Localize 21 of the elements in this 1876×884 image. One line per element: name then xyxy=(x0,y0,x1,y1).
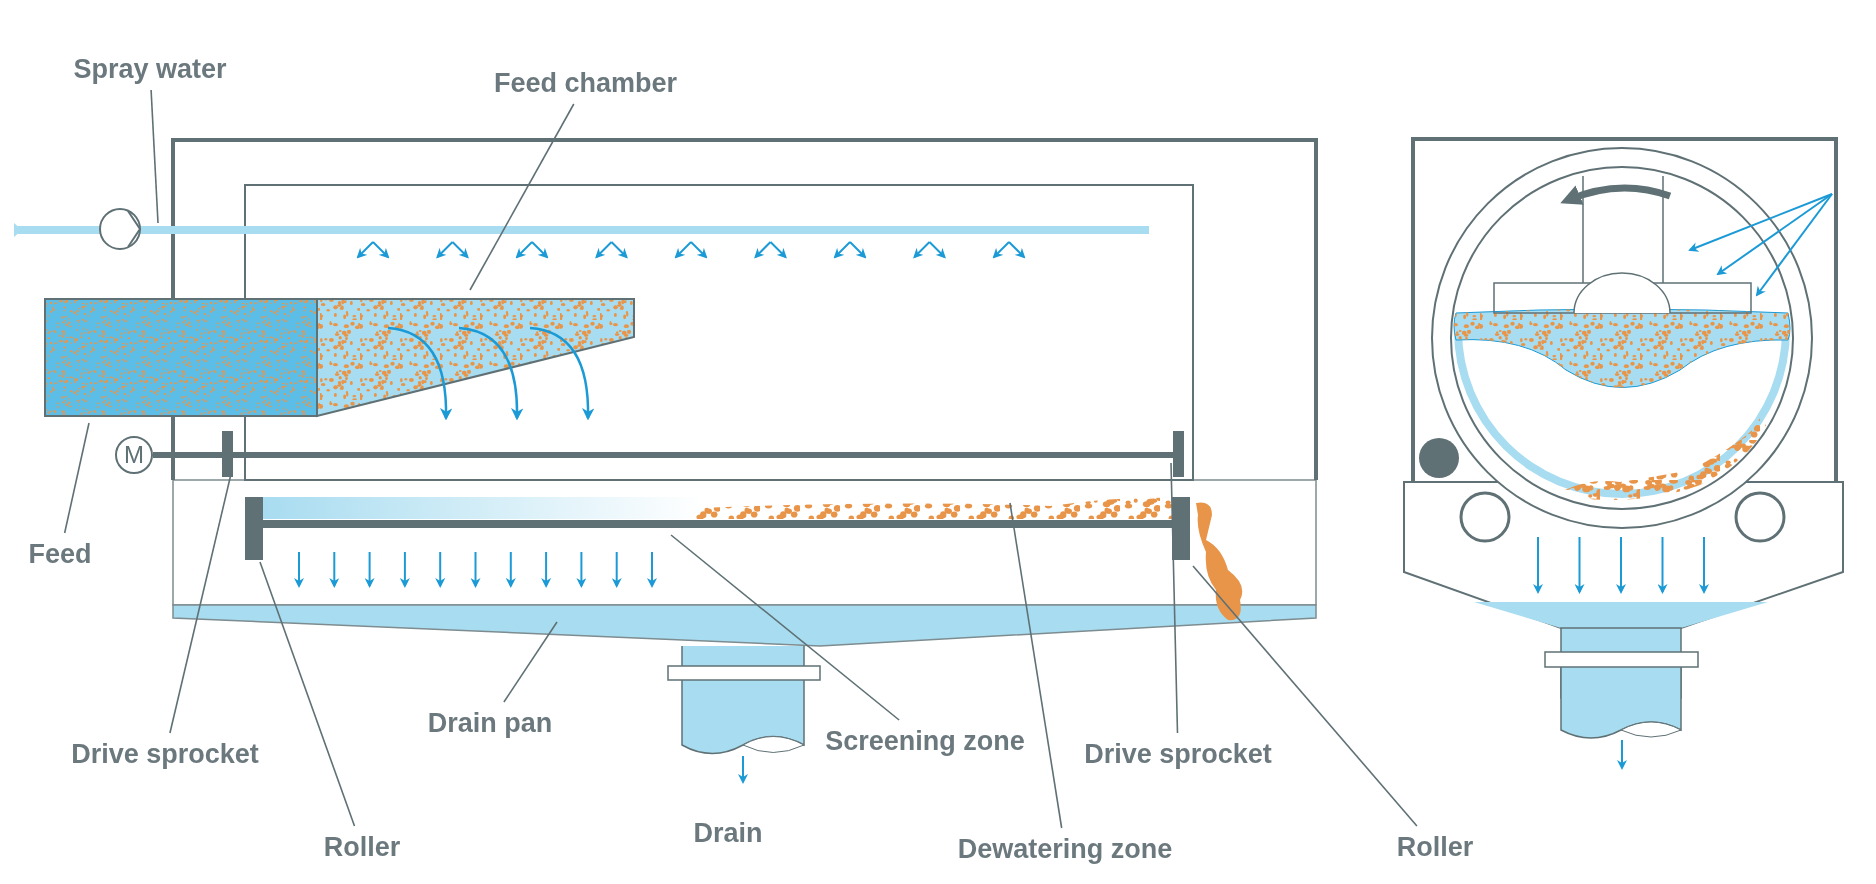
leader-line xyxy=(1009,502,1063,829)
part-label: Drive sprocket xyxy=(55,733,275,775)
part-label: Feed xyxy=(20,533,100,575)
leader-line xyxy=(503,621,558,703)
part-label: Drain pan xyxy=(410,702,570,744)
leader-line xyxy=(469,103,575,291)
leader-line xyxy=(63,422,90,534)
leader-line xyxy=(1170,462,1179,734)
part-label: Drive sprocket xyxy=(1066,733,1290,775)
part-label: Screening zone xyxy=(812,720,1038,762)
leader-line xyxy=(150,89,159,224)
leader-line xyxy=(670,534,900,721)
part-label: Roller xyxy=(1385,826,1485,868)
part-label: Spray water xyxy=(60,48,240,90)
leader-line xyxy=(259,561,356,827)
part-label: Dewatering zone xyxy=(940,828,1190,870)
leader-line xyxy=(1192,565,1418,827)
part-label: Roller xyxy=(312,826,412,868)
part-label: Feed chamber xyxy=(478,62,693,104)
drain-label: Drain xyxy=(692,816,764,850)
motor-symbol: M xyxy=(115,436,153,474)
